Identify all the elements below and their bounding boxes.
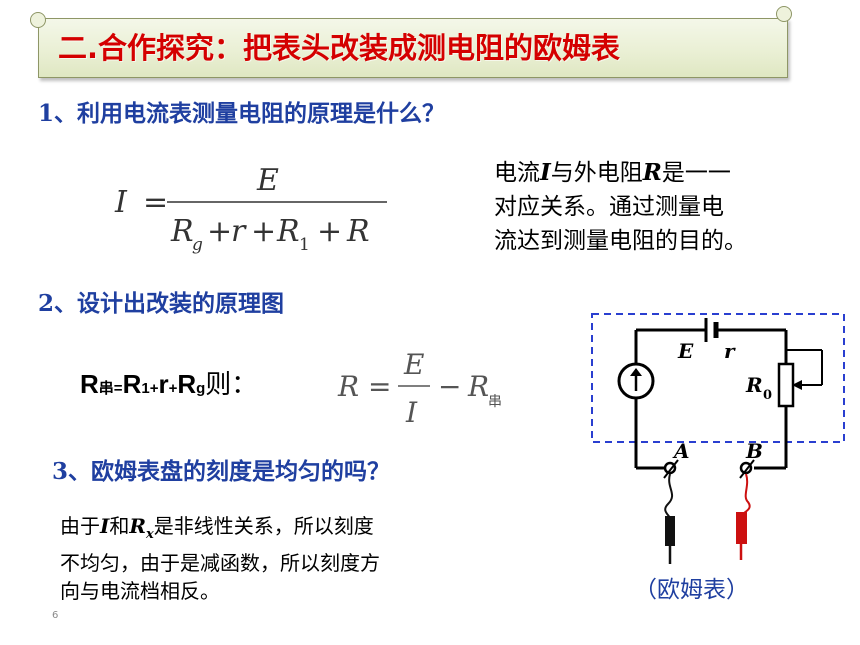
rs-eq: = [113, 380, 123, 397]
slide-title: 二.合作探究：把表头改装成测电阻的欧姆表 [58, 31, 621, 65]
den-rg-sub: g [192, 235, 203, 254]
q3-answer: 由于I和Rx是非线性关系，所以刻度 不均匀，由于是减函数，所以刻度方 向与电流档… [60, 512, 530, 605]
galvanometer-arrow-icon [630, 368, 642, 376]
red-lead-wire [741, 473, 751, 517]
den-rg: R [170, 214, 194, 249]
den-r-external: R [346, 214, 370, 249]
black-probe [665, 516, 675, 546]
rs-plus-1: + [149, 380, 159, 397]
expl-symbol-i: I [540, 159, 551, 186]
label-r0: R [745, 373, 763, 397]
den-plus-2: + [251, 214, 276, 249]
terminal-a-mark [663, 459, 679, 479]
expl-symbol-r: R [642, 159, 662, 186]
scroll-curl-top-left [30, 12, 46, 28]
dashed-frame [591, 313, 845, 443]
label-r0-sub: 0 [763, 388, 772, 403]
expl-text-1: 电流 [494, 160, 540, 186]
label-a: A [672, 439, 690, 463]
den-r: r [231, 214, 247, 249]
rs-rg-sub: g [196, 380, 206, 397]
series-resistance-expression: R串=R1+r+Rg则： [80, 364, 257, 401]
circuit-caption: （欧姆表） [634, 577, 749, 603]
ans-symbol-i: I [100, 514, 110, 538]
question-1-heading: 1、利用电流表测量电阻的原理是什么？ [38, 100, 446, 127]
rs-r-internal: r [158, 369, 169, 399]
resistance-formula: R = E I − R 串 [337, 348, 502, 428]
ans-symbol-r: R [129, 514, 146, 538]
f2-eq: = [368, 370, 391, 403]
ans-symbol-r-sub: x [145, 527, 154, 542]
ans-line-3: 向与电流档相反。 [60, 579, 220, 603]
rs-r1: R [122, 369, 142, 399]
den-r1-sub: 1 [299, 235, 310, 254]
rs-rg: R [177, 369, 197, 399]
den-plus-1: + [207, 214, 232, 249]
label-r: r [724, 339, 736, 363]
expl-text-2: 与外电阻 [550, 160, 643, 186]
rs-r1-sub: 1 [141, 380, 150, 397]
rs-then: 则： [205, 370, 258, 400]
f2-num: E [403, 348, 424, 381]
expl-line-2: 对应关系。通过测量电 [494, 194, 724, 220]
ans-text-2: 是非线性关系，所以刻度 [153, 514, 374, 538]
expl-line-3: 流达到测量电阻的目的。 [494, 228, 747, 254]
f2-lhs: R [337, 370, 359, 403]
f2-den: I [405, 396, 418, 428]
rheostat-r0 [777, 362, 795, 408]
label-e: E [677, 339, 694, 363]
formula-eq: = [143, 185, 168, 220]
rs-sub: 串 [98, 380, 114, 397]
slider-arrow-icon [792, 380, 802, 390]
ohmmeter-circuit-diagram: E r R 0 A B [591, 313, 845, 564]
red-probe [736, 512, 747, 544]
question-2-heading: 2、设计出改装的原理图 [38, 290, 285, 317]
current-formula: I = E R g + r + R 1 + R [114, 163, 387, 254]
den-r1: R [276, 214, 300, 249]
rs-plus-2: + [168, 380, 178, 397]
scroll-curl-top-right [776, 6, 792, 22]
q1-explanation: 电流I与外电阻R是一一 对应关系。通过测量电 流达到测量电阻的目的。 [494, 156, 854, 258]
f2-sub: 串 [488, 394, 502, 410]
expl-text-3: 是一一 [661, 160, 731, 186]
black-lead-wire [664, 473, 673, 521]
terminal-b-mark [739, 459, 755, 479]
f2-minus: − [438, 370, 461, 403]
formula-lhs: I [114, 185, 128, 220]
ans-text-1: 由于 [60, 514, 100, 538]
formula-numerator: E [256, 163, 279, 198]
den-plus-3: + [317, 214, 342, 249]
ans-line-2: 不均匀，由于是减函数，所以刻度方 [60, 551, 380, 575]
title-banner [38, 18, 788, 78]
page-number: 6 [52, 610, 59, 621]
ans-text-and: 和 [109, 514, 130, 538]
rs-r: R [80, 369, 99, 399]
f2-r: R [467, 370, 489, 403]
question-3-heading: 3、欧姆表盘的刻度是均匀的吗？ [52, 458, 391, 485]
label-b: B [745, 439, 763, 463]
